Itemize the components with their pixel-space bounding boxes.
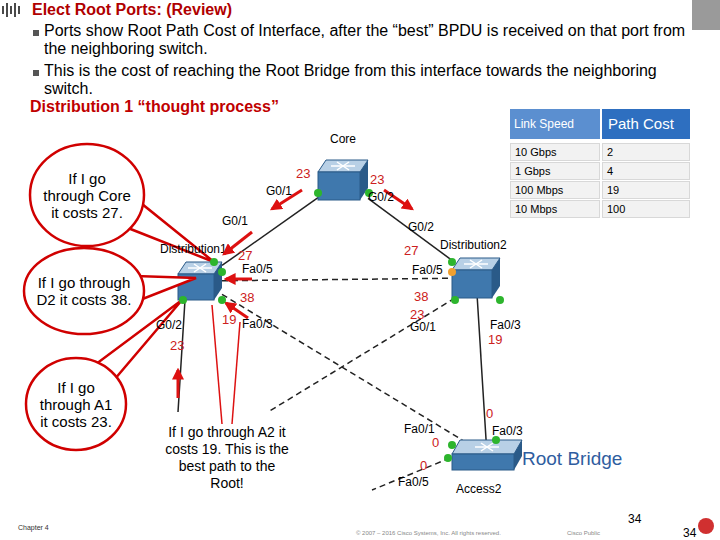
network-link bbox=[477, 298, 486, 440]
path-cost: 23 bbox=[296, 166, 310, 181]
path-cost: 0 bbox=[486, 406, 493, 421]
switch-name: Access2 bbox=[456, 482, 501, 496]
path-cost: 0 bbox=[432, 435, 439, 450]
footer-text: Cisco Public bbox=[567, 530, 600, 536]
table-cell: 19 bbox=[602, 181, 690, 199]
network-switch: Distribution2 bbox=[452, 258, 500, 298]
table-header: Path Cost bbox=[602, 109, 690, 139]
port-name: Fa0/3 bbox=[242, 317, 273, 331]
bullet-text: Ports show Root Path Cost of Interface, … bbox=[44, 22, 708, 58]
bullet-mark bbox=[33, 70, 39, 76]
switch-icon bbox=[452, 258, 500, 298]
presenter-photo bbox=[692, 0, 720, 30]
switch-name: Distribution2 bbox=[440, 238, 507, 252]
network-switch: Access2 bbox=[452, 440, 522, 470]
switch-name: Distribution1 bbox=[160, 242, 227, 256]
bullet-text: This is the cost of reaching the Root Br… bbox=[44, 62, 708, 98]
port-name: Fa0/5 bbox=[242, 262, 273, 276]
callout-bubble: If I go through D2 it costs 38. bbox=[22, 246, 146, 336]
table-cell: 1 Gbps bbox=[510, 162, 600, 180]
slide-title: Elect Root Ports: (Review) bbox=[32, 1, 232, 19]
port-name: Fa0/3 bbox=[492, 424, 523, 438]
network-link bbox=[222, 294, 462, 440]
path-cost: 27 bbox=[404, 243, 418, 258]
switch-icon bbox=[318, 160, 368, 200]
table-header: Link Speed bbox=[510, 109, 600, 139]
port-name: G0/1 bbox=[222, 214, 248, 228]
forwarding-port-dots bbox=[179, 189, 504, 462]
path-cost: 19 bbox=[222, 312, 236, 327]
path-cost: 38 bbox=[414, 289, 428, 304]
port-name: G0/2 bbox=[368, 190, 394, 204]
table-cell: 100 bbox=[602, 200, 690, 218]
callout-bubble: If I go through Core it costs 27. bbox=[28, 142, 146, 248]
callout-text: If I go through Core it costs 27. bbox=[41, 170, 133, 221]
link-line bbox=[178, 300, 185, 412]
slide-number: 34 bbox=[628, 512, 641, 526]
link-line bbox=[268, 298, 455, 412]
leader-line bbox=[212, 305, 240, 424]
path-cost: 19 bbox=[488, 332, 502, 347]
link-line bbox=[372, 458, 450, 490]
port-name: G0/1 bbox=[410, 320, 436, 334]
port-name: Fa0/1 bbox=[404, 422, 435, 436]
slide-number: 34 bbox=[683, 526, 696, 540]
port-name: G0/1 bbox=[266, 184, 292, 198]
table-cell: 100 Mbps bbox=[510, 181, 600, 199]
port-name: G0/2 bbox=[156, 318, 182, 332]
network-switch: Core bbox=[318, 160, 368, 200]
path-cost: 38 bbox=[240, 290, 254, 305]
callout-text: If I go through D2 it costs 38. bbox=[34, 274, 134, 308]
table-cell: 2 bbox=[602, 143, 690, 161]
callout-bubble: If I go through A1 it costs 23. bbox=[24, 356, 128, 452]
path-cost: 23 bbox=[170, 338, 184, 353]
port-name: Fa0/3 bbox=[490, 318, 521, 332]
port-name: Fa0/5 bbox=[412, 263, 443, 277]
bullet-mark bbox=[33, 30, 39, 36]
cisco-logo bbox=[2, 3, 20, 17]
path-cost: 23 bbox=[370, 172, 384, 187]
path-cost: 23 bbox=[410, 307, 424, 322]
callout-text: If I go through A1 it costs 23. bbox=[34, 379, 118, 430]
network-link bbox=[222, 278, 452, 281]
footer-text: Chapter 4 bbox=[18, 524, 49, 531]
path-cost: 27 bbox=[238, 248, 252, 263]
blocking-port-dot bbox=[448, 268, 456, 276]
switch-name: Core bbox=[314, 132, 372, 146]
bpdu-arrows bbox=[178, 190, 412, 398]
table-cell: 10 Gbps bbox=[510, 143, 600, 161]
copyright-text: © 2007 – 2016 Cisco Systems, Inc. All ri… bbox=[356, 530, 501, 536]
table-cell: 4 bbox=[602, 162, 690, 180]
corner-icon bbox=[698, 518, 714, 534]
port-name: Fa0/5 bbox=[398, 475, 429, 489]
root-label: Root Bridge bbox=[522, 448, 622, 470]
section-heading: Distribution 1 “thought process” bbox=[30, 98, 279, 116]
callout-text: If I go through A2 it costs 19. This is … bbox=[165, 424, 289, 492]
network-link bbox=[222, 198, 318, 266]
switch-icon bbox=[452, 440, 522, 470]
table-cell: 10 Mbps bbox=[510, 200, 600, 218]
path-cost: 0 bbox=[420, 458, 427, 473]
port-name: G0/2 bbox=[408, 220, 434, 234]
